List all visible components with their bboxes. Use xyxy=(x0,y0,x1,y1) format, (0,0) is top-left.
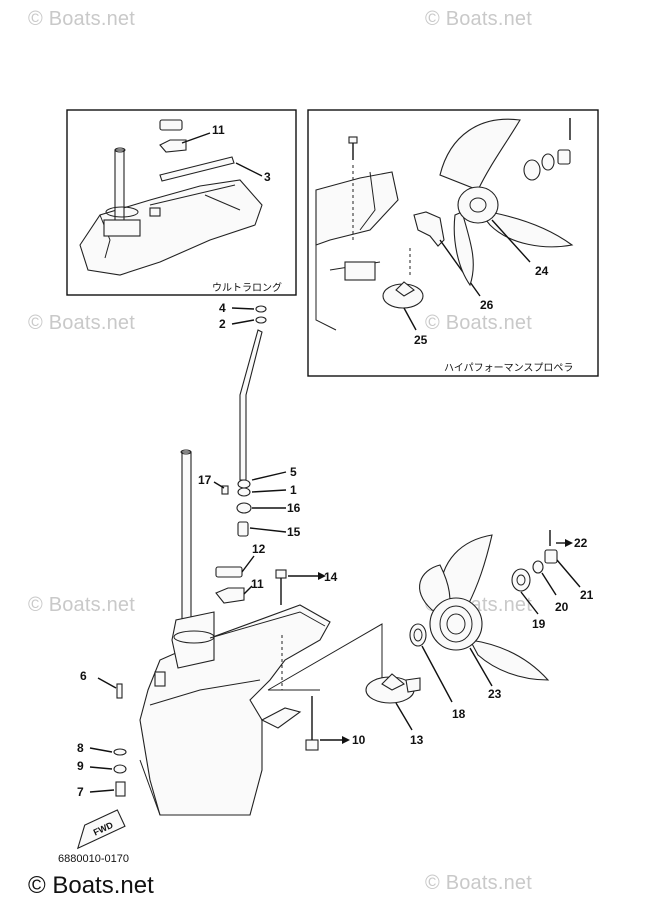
callout-8: 8 xyxy=(77,741,84,755)
propeller-main xyxy=(419,534,550,681)
drive-shaft xyxy=(181,451,192,633)
callout-22: 22 xyxy=(574,536,588,550)
watermark-top-right: © Boats.net xyxy=(425,8,532,30)
callout-3: 3 xyxy=(264,170,271,184)
footer-watermark: © Boats.net xyxy=(28,872,154,899)
lower-gear-case xyxy=(139,604,331,816)
callout-1: 1 xyxy=(290,483,297,497)
callout-6: 6 xyxy=(80,669,87,683)
watermark-bottom-right: © Boats.net xyxy=(425,872,532,894)
callout-21: 21 xyxy=(580,588,594,602)
callout-15: 15 xyxy=(287,525,301,539)
part-2-clip xyxy=(255,316,267,324)
watermark-top-left: © Boats.net xyxy=(28,8,135,30)
watermark-mid-right: © Boats.net xyxy=(425,312,532,334)
callout-18: 18 xyxy=(452,707,466,721)
callout-23: 23 xyxy=(488,687,502,701)
callout-10: 10 xyxy=(352,733,366,747)
inset-propeller-drawing xyxy=(315,118,574,331)
callout-20: 20 xyxy=(555,600,569,614)
callout-11: 11 xyxy=(251,577,264,591)
callout-19: 19 xyxy=(532,617,546,631)
callout-24: 24 xyxy=(535,264,549,278)
watermark-mid-left: © Boats.net xyxy=(28,312,135,334)
callout-7: 7 xyxy=(77,785,84,799)
diagram-code: 6880010-0170 xyxy=(58,853,129,865)
callout-13: 13 xyxy=(410,733,424,747)
callout-2: 2 xyxy=(219,317,226,331)
inset-ultra-long-drawing xyxy=(79,119,263,276)
callout-9: 9 xyxy=(77,759,84,773)
inset-propeller-frame xyxy=(307,109,599,377)
fwd-arrow-icon: FWD xyxy=(76,809,126,850)
callout-25: 25 xyxy=(414,333,428,347)
callout-5: 5 xyxy=(290,465,297,479)
inset-ultra-long-caption: ウルトラロング xyxy=(212,283,282,294)
inset-propeller-caption: ハイパフォーマンスプロペラ xyxy=(444,363,574,374)
watermark-lower-left: © Boats.net xyxy=(28,594,135,616)
callout-17: 17 xyxy=(198,473,212,487)
callout-16: 16 xyxy=(287,501,301,515)
inset-ultra-long-frame xyxy=(66,109,297,296)
callout-26: 26 xyxy=(480,298,494,312)
callout-12: 12 xyxy=(252,542,266,556)
callout-4: 4 xyxy=(219,301,226,315)
part-4-washer xyxy=(255,305,267,313)
callout-14: 14 xyxy=(324,570,338,584)
callout-11-inset: 11 xyxy=(212,123,225,137)
shift-rod xyxy=(239,329,263,481)
